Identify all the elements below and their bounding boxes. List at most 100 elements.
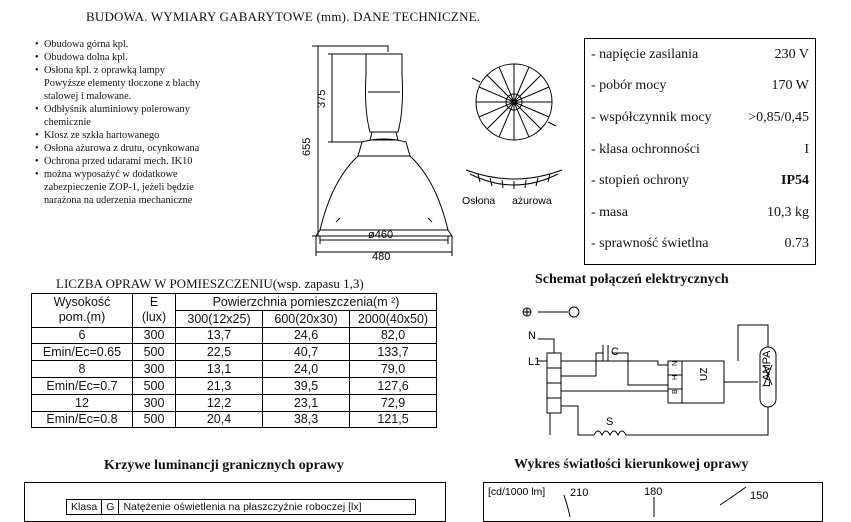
feature-item: Osłona ażurowa z drutu, ocynkowana <box>35 142 275 155</box>
spec-value: 10,3 kg <box>767 204 809 220</box>
inductor-label: S <box>606 416 613 428</box>
table-cell: 13,1 <box>175 360 263 378</box>
angle-180-label: 180 <box>644 486 662 498</box>
feature-item: Obudowa dolna kpl. <box>35 51 275 64</box>
spec-value: 0.73 <box>784 236 810 252</box>
table-cell: 24,0 <box>262 360 350 378</box>
table-header-e: E(lux) <box>132 293 176 328</box>
table-header-area: Powierzchnia pomieszczenia(m ²) <box>175 293 437 311</box>
table-cell: 127,6 <box>349 376 437 395</box>
table-cell: 23,1 <box>262 393 350 412</box>
spec-label: - współczynnik mocy <box>591 109 712 125</box>
spec-label: - stopień ochrony <box>591 173 689 189</box>
spec-row: - masa 10,3 kg <box>591 197 809 229</box>
table-row: 8 300 13,1 24,0 79,0 <box>31 360 437 378</box>
wire-l1-label: L1 <box>528 356 540 368</box>
specs-panel: - napięcie zasilania 230 V - pobór mocy 17… <box>584 38 816 265</box>
table-caption: LICZBA OPRAW W POMIESZCZENIU(wsp. zapasu… <box>56 276 364 291</box>
table-row: Emin/Ec=0.65 500 22,5 40,7 133,7 <box>31 343 437 362</box>
feature-continuation: stalowej i malowane. <box>44 91 132 102</box>
table-cell: 72,9 <box>349 393 437 412</box>
table-cell: 21,3 <box>175 376 263 395</box>
feature-item: Osłona kpl. z oprawką lampy <box>35 64 275 77</box>
table-cell: 79,0 <box>349 360 437 378</box>
table-cell: 121,5 <box>349 410 437 429</box>
upper-housing-shape <box>365 53 403 133</box>
angle-210-label: 210 <box>570 487 588 499</box>
term-n-label: N <box>672 361 679 366</box>
table-col-header: 2000(40x50) <box>349 309 437 328</box>
spec-label: - masa <box>591 204 628 220</box>
dim-655: 655 <box>301 138 313 156</box>
capacitor-label: C <box>611 346 619 358</box>
header-natezenie: Natężenie oświetlenia na płaszczyźnie ro… <box>123 501 362 513</box>
page-title: BUDOWA. WYMIARY GABARYTOWE (mm). DANE TE… <box>86 9 481 24</box>
table-cell: 8 <box>31 360 133 378</box>
spec-label: - klasa ochronności <box>591 141 700 157</box>
term-b-label: B <box>672 389 679 394</box>
uz-terminals <box>667 360 683 404</box>
grille-spokes <box>476 64 552 140</box>
lampa-label: LAMPA <box>761 350 773 387</box>
unit-label: [cd/1000 lm] <box>488 486 545 498</box>
table-cell: 39,5 <box>262 376 350 395</box>
table-cell: 40,7 <box>262 343 350 362</box>
grille-label-1: Osłona <box>462 195 495 207</box>
feature-item: Obudowa górna kpl. <box>35 38 275 51</box>
table-cell: 300 <box>132 326 176 345</box>
table-cell: 12,2 <box>175 393 263 412</box>
table-cell: Emin/Ec=0.7 <box>31 376 133 395</box>
spec-value: 170 W <box>771 78 809 94</box>
table-cell: Emin/Ec=0.65 <box>31 343 133 362</box>
table-cell: 12 <box>31 393 133 412</box>
feature-continuation: narażona na uderzenia mechaniczne <box>44 195 193 206</box>
table-cell: 300 <box>132 360 176 378</box>
spec-label: - sprawność świetlna <box>591 236 709 252</box>
term-h-label: H <box>672 375 679 380</box>
spec-value: IP54 <box>781 173 809 189</box>
spec-row: - napięcie zasilania 230 V <box>591 39 809 71</box>
feature-continuation: zabezpieczenie ZOP-1, jeżeli będzie <box>44 182 194 193</box>
table-cell: 6 <box>31 326 133 345</box>
table-cell: 24,6 <box>262 326 350 345</box>
grille-label-2: ażurowa <box>512 195 552 207</box>
spec-value: I <box>804 141 809 157</box>
hook-shape <box>380 45 389 52</box>
table-row: Emin/Ec=0.7 500 21,3 39,5 127,6 <box>31 376 437 395</box>
table-row: Emin/Ec=0.8 500 20,4 38,3 121,5 <box>31 410 437 429</box>
table-cell: 500 <box>132 376 176 395</box>
spec-row: - sprawność świetlna 0.73 <box>591 229 809 261</box>
dim-375: 375 <box>316 90 328 108</box>
wiring-diagram-title: Schemat połączeń elektrycznych <box>535 272 729 287</box>
table-row: 6 300 13,7 24,6 82,0 <box>31 326 437 345</box>
spec-row: - współczynnik mocy>0,85/0,45 <box>591 102 809 134</box>
feature-item: Klosz ze szkła hartowanego <box>35 129 275 142</box>
spec-value: 230 V <box>774 46 809 62</box>
angle-150-label: 150 <box>750 490 768 502</box>
luminaire-drawing: 375 655 ø460 480 Osłona ażurowa <box>301 45 563 263</box>
spec-label: - napięcie zasilania <box>591 46 699 62</box>
dim-460: ø460 <box>368 229 393 241</box>
lower-housing-shape <box>357 138 411 157</box>
grille-side-ribs <box>477 173 551 189</box>
table-col-header: 300(12x25) <box>175 309 263 328</box>
table-cell: 22,5 <box>175 343 263 362</box>
spec-row: - pobór mocy 170 W <box>591 71 809 103</box>
table-col-header: 600(20x30) <box>262 309 350 328</box>
table-cell: 13,7 <box>175 326 263 345</box>
intensity-chart-title: Wykres światłości kierunkowej oprawy <box>514 457 749 472</box>
dim-480: 480 <box>372 251 390 263</box>
spec-label: - pobór mocy <box>591 78 667 94</box>
feature-continuation: chemicznie <box>44 117 91 128</box>
table-cell: 82,0 <box>349 326 437 345</box>
table-row: 12 300 12,2 23,1 72,9 <box>31 393 437 412</box>
table-cell: 300 <box>132 393 176 412</box>
header-klasa: Klasa <box>67 500 103 514</box>
table-cell: 20,4 <box>175 410 263 429</box>
intensity-chart: [cd/1000 lm] 210 180 150 <box>488 486 768 517</box>
feature-item: Odbłyśnik aluminiowy polerowany <box>35 103 275 116</box>
luminance-curves-title: Krzywe luminancji granicznych oprawy <box>104 458 344 473</box>
table-cell: 500 <box>132 410 176 429</box>
